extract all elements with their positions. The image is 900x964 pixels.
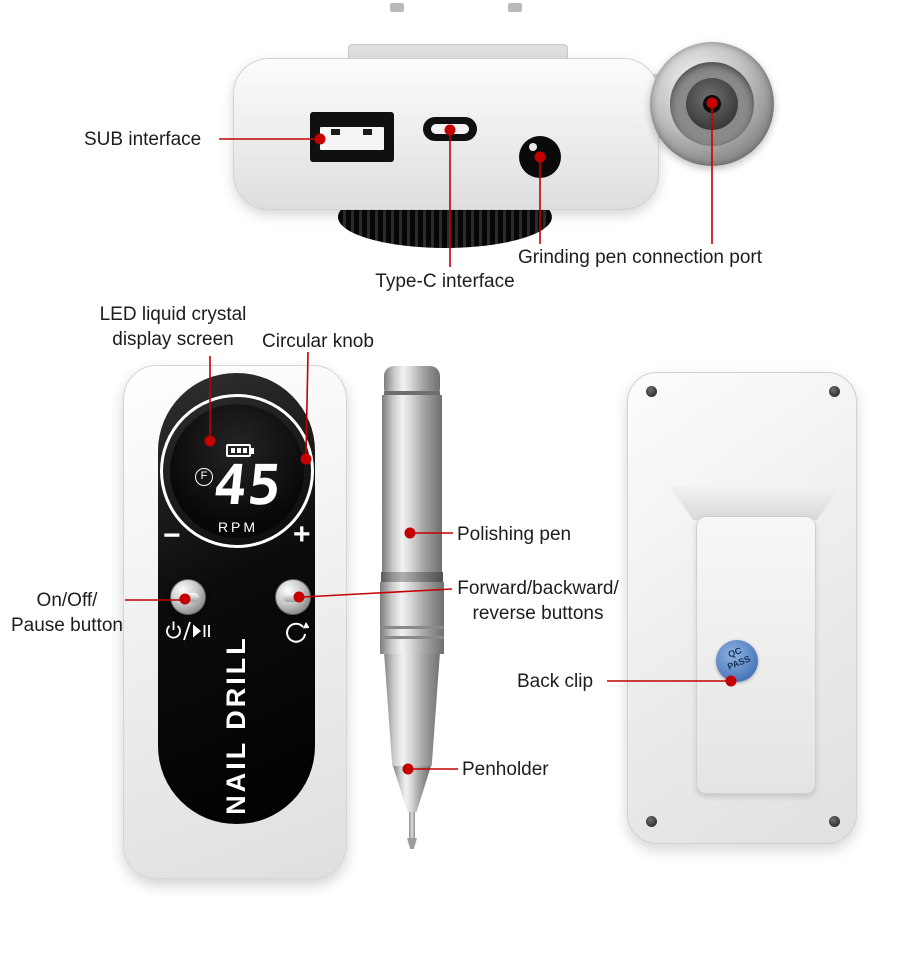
brand-text: NAIL DRILL: [221, 635, 251, 815]
label-polishing-pen: Polishing pen: [457, 524, 572, 545]
grinding-pen-hole: [519, 136, 561, 178]
pen-groove: [380, 626, 444, 629]
screw: [829, 816, 840, 827]
pen-cap-line: [384, 391, 440, 395]
label-back-clip: Back clip: [517, 671, 594, 692]
battery-bar: [243, 448, 247, 453]
battery-bar: [237, 448, 241, 453]
label-sub-interface: SUB interface: [84, 129, 202, 150]
qc-pass-sticker: QC PASS: [716, 640, 758, 682]
usb-a-tongue: [320, 127, 384, 150]
knob-ridge: [178, 593, 199, 602]
label-circular-knob: Circular knob: [262, 331, 374, 352]
direction-knob: [275, 579, 311, 615]
label-penholder: Penholder: [462, 759, 549, 780]
pen-cap: [384, 366, 440, 392]
pen-joint-ring: [381, 572, 443, 582]
screw: [646, 816, 657, 827]
rpm-label: RPM: [217, 519, 259, 535]
screw: [646, 386, 657, 397]
rpm-value: 45: [210, 453, 286, 517]
power-play-pause-icon: [166, 621, 210, 641]
drill-bit-shaft: [409, 812, 415, 838]
battery-bar: [231, 448, 235, 453]
pen-mid-section: [380, 582, 444, 654]
label-on-off-pause: On/Off/ Pause button: [11, 590, 123, 636]
pen-groove: [380, 636, 444, 639]
drill-bit-tip: [407, 838, 417, 849]
hole-highlight: [529, 143, 537, 151]
pen-upper-body: [382, 395, 442, 572]
penholder-taper: [384, 654, 440, 766]
usb-pin-slot: [363, 129, 372, 135]
back-clip-hinge: [669, 486, 841, 520]
display-ring: [160, 394, 314, 548]
type-c-inner: [431, 124, 469, 134]
knob-ridge: [283, 593, 304, 602]
speed-plus-sign: +: [293, 518, 311, 551]
usb-pin-slot: [331, 129, 340, 135]
led-display-screen: [170, 404, 304, 538]
tab-notch: [390, 3, 404, 12]
power-pause-knob: [170, 579, 206, 615]
battery-icon-tip: [251, 448, 254, 454]
screw: [829, 386, 840, 397]
battery-icon: [226, 444, 251, 457]
label-type-c-interface: Type-C interface: [375, 271, 515, 292]
pen-nose-cone: [393, 766, 431, 812]
polishing-pen: [372, 366, 452, 852]
rotation-direction-icon: [286, 622, 309, 643]
tab-notch: [508, 3, 522, 12]
label-grinding-port: Grinding pen connection port: [518, 247, 762, 268]
label-forward-backward: Forward/backward/ reverse buttons: [457, 578, 619, 624]
forward-mode-badge: F: [195, 468, 213, 486]
label-led-screen: LED liquid crystal display screen: [99, 304, 247, 350]
connector-center-hole: [703, 95, 721, 113]
speed-minus-sign: −: [163, 519, 181, 552]
